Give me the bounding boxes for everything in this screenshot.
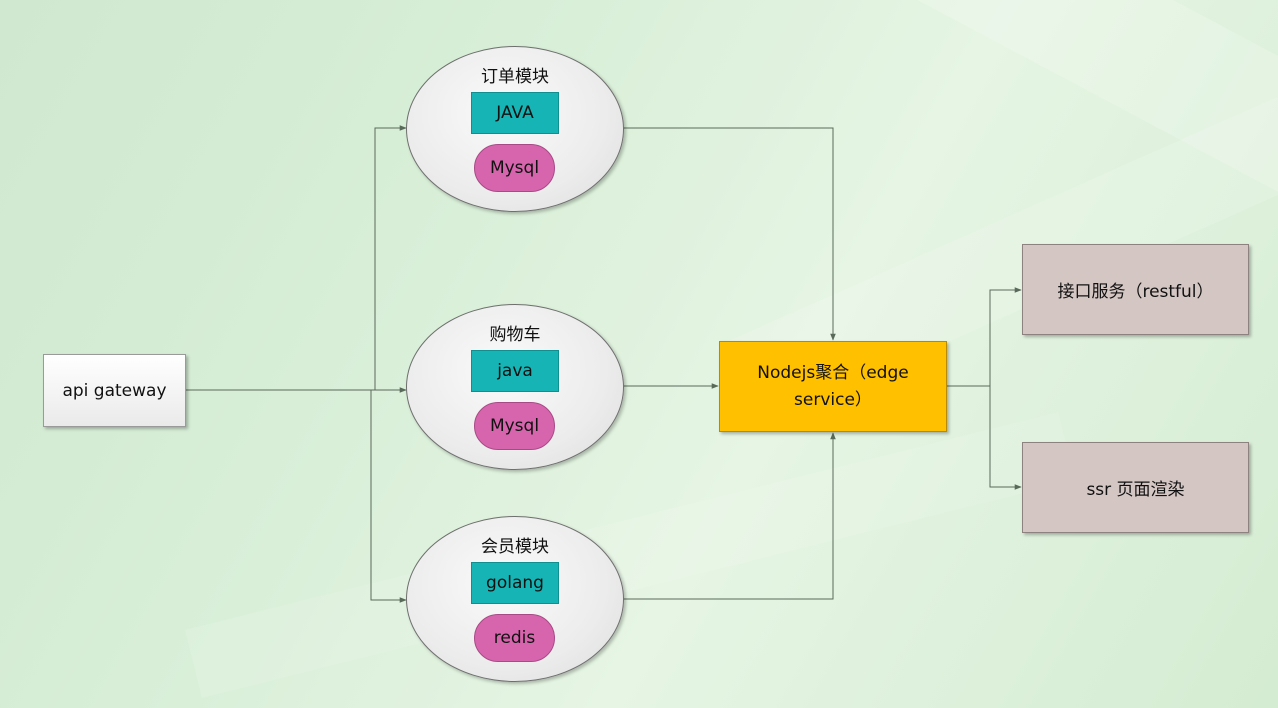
connector-order-edge <box>624 127 836 341</box>
order-module-title: 订单模块 <box>481 67 549 87</box>
order-module-node: 订单模块 JAVA Mysql <box>406 46 624 212</box>
member-module-db-box: redis <box>474 614 555 662</box>
edge-service-label-line2: service） <box>794 389 872 410</box>
cart-module-title: 购物车 <box>489 325 541 345</box>
connector-edge-ssr <box>989 386 1022 490</box>
connector-gateway-order <box>186 125 407 391</box>
member-module-node: 会员模块 golang redis <box>406 516 624 682</box>
edge-service-node: Nodejs聚合（edge service） <box>719 341 947 432</box>
order-module-lang-box: JAVA <box>471 92 559 134</box>
edge-service-label-line1: Nodejs聚合（edge <box>757 363 909 384</box>
ssr-output-label: ssr 页面渲染 <box>1086 480 1185 500</box>
connector-gateway-member <box>186 389 407 603</box>
api-gateway-label: api gateway <box>62 380 167 401</box>
cart-module-lang-box: java <box>471 350 559 392</box>
member-module-lang-box: golang <box>471 562 559 604</box>
cart-module-db-box: Mysql <box>474 402 555 450</box>
restful-output-label: 接口服务（restful） <box>1057 282 1214 302</box>
member-module-title: 会员模块 <box>481 537 549 557</box>
order-module-db-box: Mysql <box>474 144 555 192</box>
cart-module-node: 购物车 java Mysql <box>406 304 624 470</box>
restful-output-node: 接口服务（restful） <box>1022 244 1249 335</box>
connector-member-edge <box>624 432 836 600</box>
api-gateway-node: api gateway <box>43 354 186 427</box>
connector-edge-restful <box>947 287 1022 387</box>
ssr-output-node: ssr 页面渲染 <box>1022 442 1249 533</box>
